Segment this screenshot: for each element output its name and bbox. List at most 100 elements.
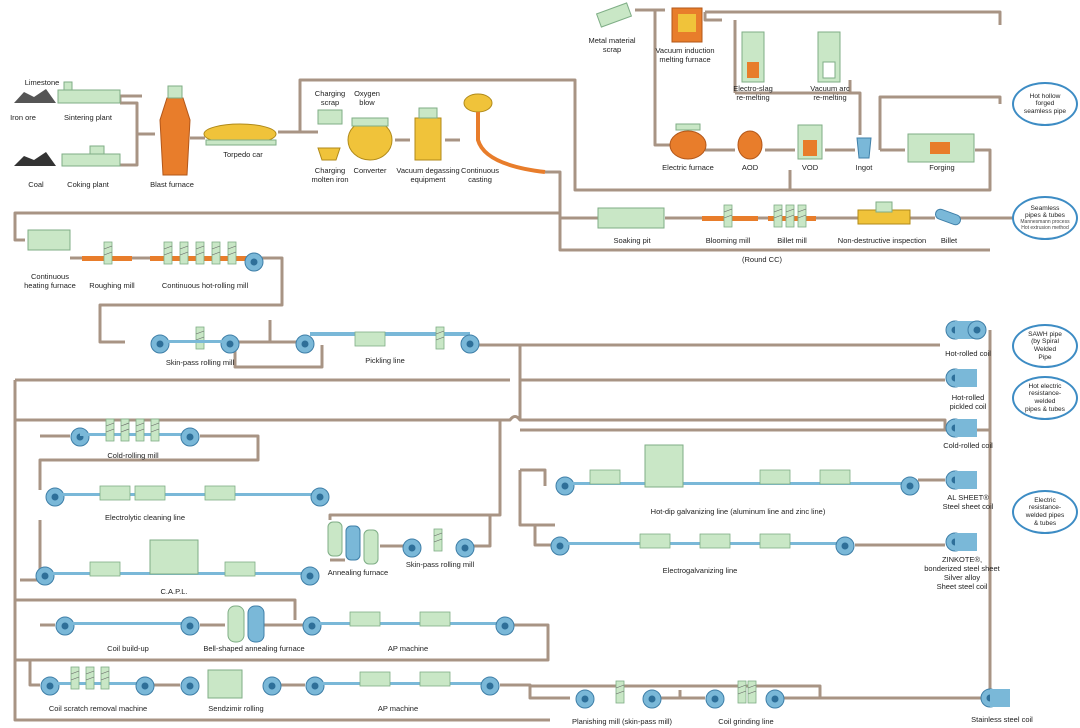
label-skin-pass-2: Skin-pass rolling mill (405, 560, 475, 569)
label-ap-machine-2: AP machine (377, 704, 419, 713)
charging-scrap (317, 109, 343, 125)
sendzimir-equipment (180, 669, 282, 699)
electrolytic-cleaning-equipment (45, 485, 330, 507)
vod-vessel (797, 124, 823, 160)
label-ingot: Ingot (855, 163, 873, 172)
label-skin-pass-1: Skin-pass rolling mill (165, 358, 235, 367)
label-limestone: Limestone (24, 78, 60, 87)
product-hot-erw-pipes: Hot electric resistance- welded pipes & … (1012, 376, 1078, 420)
label-round-cc: (Round CC) (741, 255, 783, 264)
label-blast-furnace: Blast furnace (150, 180, 194, 189)
label-coil-grinding: Coil grinding line (718, 717, 774, 726)
label-annealing-furnace: Annealing furnace (327, 568, 389, 577)
label-continuous-hot-rolling: Continuous hot-rolling mill (161, 281, 249, 290)
limestone-pile (14, 89, 56, 103)
label-hot-rolled-pickled-coil: Hot-rolled pickled coil (949, 393, 987, 411)
bell-annealing-equipment (227, 605, 265, 643)
label-hot-rolled-coil: Hot-rolled coil (945, 349, 991, 358)
label-roughing-mill: Roughing mill (89, 281, 135, 290)
label-coking-plant: Coking plant (67, 180, 109, 189)
continuous-hot-rolling-mill (150, 241, 264, 272)
label-zinkote: ZINKOTE®, bonderized steel sheet Silver … (924, 555, 1000, 591)
label-charging-molten-iron: Charging molten iron (311, 166, 349, 184)
label-cold-rolled-coil: Cold-rolled coil (943, 441, 993, 450)
annealing-furnace-equipment (327, 521, 379, 565)
vacuum-degassing (414, 107, 442, 161)
label-non-destructive: Non-destructive inspection (837, 236, 927, 245)
label-electro-slag: Electro-slag re-melting (733, 84, 773, 102)
charging-molten-iron (317, 147, 341, 161)
label-billet-mill: Billet mill (777, 236, 807, 245)
product-sawh-pipe: SAWH pipe (by Spiral Welded Pipe (1012, 324, 1078, 368)
sintering-plant (57, 81, 121, 104)
coking-plant (61, 145, 121, 167)
label-electric-furnace: Electric furnace (662, 163, 714, 172)
label-vod: VOD (801, 163, 819, 172)
label-charging-scrap: Charging scrap (314, 89, 346, 107)
hot-dip-galvanizing-equipment (555, 444, 920, 496)
label-ap-machine-1: AP machine (387, 644, 429, 653)
label-coal: Coal (28, 180, 44, 189)
label-coil-scratch-removal: Coil scratch removal machine (48, 704, 148, 713)
electric-furnace (669, 123, 707, 160)
billet-mill (768, 204, 816, 228)
label-blooming-mill: Blooming mill (705, 236, 751, 245)
metal-scrap (595, 2, 633, 28)
capl-equipment (35, 539, 320, 586)
label-converter: Converter (353, 166, 387, 175)
label-torpedo-car: Torpedo car (223, 150, 263, 159)
label-electrolytic-cleaning: Electrolytic cleaning line (104, 513, 186, 522)
continuous-heating-furnace (27, 229, 71, 251)
label-sintering-plant: Sintering plant (64, 113, 112, 122)
torpedo-car (203, 123, 277, 146)
electro-slag (741, 31, 765, 83)
coil-pickled (945, 368, 977, 388)
label-soaking-pit: Soaking pit (613, 236, 651, 245)
label-al-sheet: AL SHEET® Steel sheet coil (942, 493, 994, 511)
product-hot-hollow-forged-pipe: Hot hollow forged seamless pipe (1012, 82, 1078, 126)
coil-buildup-equipment (55, 616, 200, 636)
coil-al-sheet (945, 470, 977, 490)
label-cold-rolling-mill: Cold-rolling mill (107, 451, 159, 460)
skin-pass-mill-1 (150, 326, 240, 354)
flow-pipes (13, 8, 1022, 722)
label-coil-buildup: Coil build-up (107, 644, 149, 653)
ingot-shape (856, 137, 872, 159)
continuous-casting (463, 93, 546, 174)
billet-shape (934, 208, 962, 226)
converter (347, 117, 393, 161)
vacuum-induction-furnace (671, 7, 703, 43)
vacuum-arc (817, 31, 841, 83)
label-vacuum-induction: Vacuum induction melting furnace (655, 46, 715, 64)
label-continuous-casting: Continuous casting (461, 166, 499, 184)
coil-cold-rolled (945, 418, 977, 438)
electrogalvanizing-equipment (550, 533, 855, 556)
coil-stainless (980, 688, 1010, 708)
coil-zinkote (945, 532, 977, 552)
coal-pile (14, 152, 56, 166)
ap-machine-2-equipment (305, 671, 500, 696)
ap-machine-1-equipment (302, 611, 515, 636)
label-bell-annealing: Bell-shaped annealing furnace (203, 644, 305, 653)
cold-rolling-mill-equipment (70, 418, 200, 447)
label-planishing-mill: Planishing mill (skin-pass mill) (571, 717, 673, 726)
label-aod: AOD (741, 163, 759, 172)
label-metal-material-scrap: Metal material scrap (588, 36, 636, 54)
nondestructive-inspection (857, 201, 911, 225)
label-oxygen-blow: Oxygen blow (354, 89, 380, 107)
aod-vessel (737, 130, 763, 160)
coil-hot-rolled (945, 320, 987, 340)
label-forging: Forging (929, 163, 955, 172)
label-hot-dip-galvanizing: Hot-dip galvanizing line (aluminum line … (650, 507, 826, 516)
label-capl: C.A.P.L. (160, 587, 188, 596)
label-pickling-line: Pickling line (365, 356, 405, 365)
soaking-pit (597, 207, 665, 229)
label-stainless-steel-coil: Stainless steel coil (971, 715, 1033, 724)
roughing-mill (82, 241, 132, 265)
label-continuous-heating: Continuous heating furnace (24, 272, 76, 290)
label-vacuum-degassing: Vacuum degassing equipment (396, 166, 460, 184)
label-electrogalvanizing: Electrogalvanizing line (662, 566, 738, 575)
